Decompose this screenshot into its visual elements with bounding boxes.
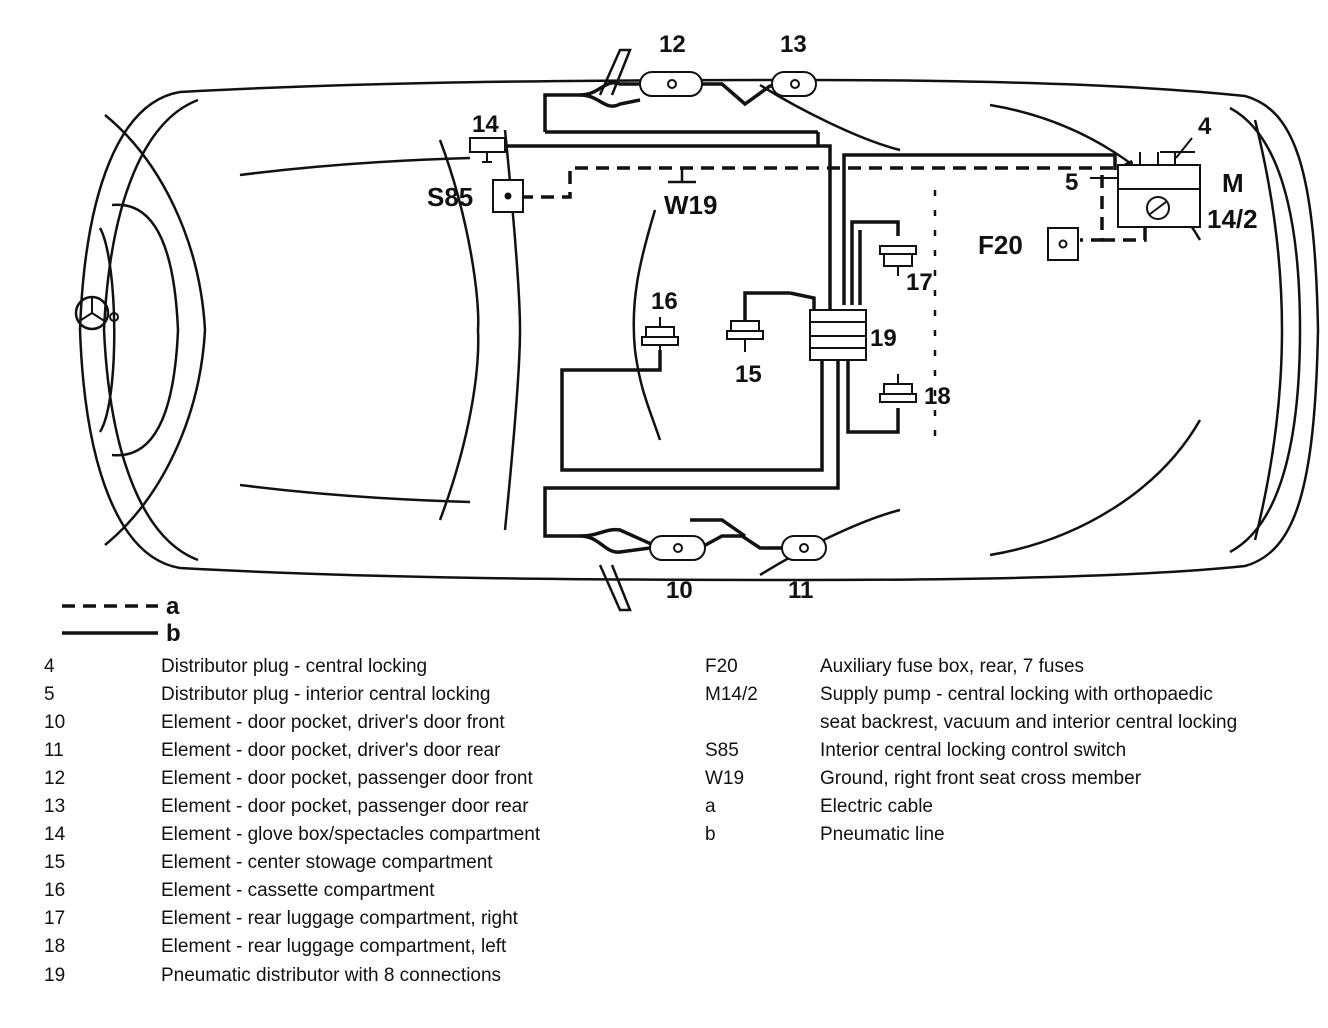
legend-text: Supply pump - central locking with ortho… [820,684,1213,705]
legend-code: 14 [44,824,66,845]
line-key: a b [62,593,181,647]
legend-text: Element - glove box/spectacles compartme… [161,824,541,845]
label-18: 18 [924,383,951,410]
legend-code: 5 [44,684,55,705]
legend-code: F20 [705,656,738,677]
legend-text: seat backrest, vacuum and interior centr… [820,712,1238,733]
component-19-distributor [809,309,867,361]
car-body-outline [74,48,1320,612]
component-12 [639,71,703,97]
label-s85: S85 [427,182,473,212]
component-s85-switch [492,179,524,213]
legend-text: Element - door pocket, passenger door fr… [161,768,533,789]
label-17: 17 [906,269,933,296]
central-locking-diagram: 12 13 14 S85 W19 16 15 19 17 18 4 5 M 14… [62,31,1320,647]
legend-code: M14/2 [705,684,758,705]
legend-text: Element - cassette compartment [161,880,435,901]
component-11 [781,535,827,561]
label-w19: W19 [664,190,717,220]
component-16 [641,317,679,358]
component-13 [771,71,817,97]
legend-text: Element - rear luggage compartment, righ… [161,908,518,929]
label-m-sub: 14/2 [1207,204,1258,234]
legend-code: a [705,796,716,817]
legend-text: Distributor plug - central locking [161,656,428,677]
line-key-b: b [166,620,181,647]
component-10 [649,535,706,561]
legend-text: Element - door pocket, driver's door fro… [161,712,505,733]
legend-text: Element - door pocket, passenger door re… [161,796,529,817]
line-key-a: a [166,593,180,620]
legend-code: 11 [44,740,64,761]
label-11: 11 [788,577,813,604]
legend-code: S85 [705,740,739,761]
legend-code: 10 [44,712,66,733]
label-10: 10 [666,577,693,604]
component-4-5-plugs [1090,137,1195,179]
legend-code: 15 [44,852,66,873]
label-12: 12 [659,31,686,58]
label-f20: F20 [978,230,1023,260]
component-15 [726,320,764,352]
legend-text: Element - rear luggage compartment, left [161,936,507,957]
component-f20-fusebox [1047,227,1079,261]
legend-code: 16 [44,880,66,901]
label-16: 16 [651,288,678,315]
label-14: 14 [472,111,499,138]
legend-text: Interior central locking control switch [820,740,1127,761]
legend-text: Element - door pocket, driver's door rea… [161,740,501,761]
legend-code: W19 [705,768,745,789]
component-14 [469,137,506,163]
component-17 [879,245,917,276]
component-m14-2-pump [1117,152,1201,228]
legend-code: 19 [44,965,66,986]
pneumatic-lines [505,81,1117,554]
label-5: 5 [1065,169,1078,196]
label-4: 4 [1198,113,1212,140]
label-15: 15 [735,361,762,388]
legend-text: Auxiliary fuse box, rear, 7 fuses [820,656,1085,677]
component-w19-ground [668,168,696,184]
legend-text: Electric cable [820,796,933,817]
legend: 4 Distributor plug - central locking 5 D… [0,650,1328,1028]
legend-text: Distributor plug - interior central lock… [161,684,491,705]
legend-text: Pneumatic distributor with 8 connections [161,965,502,986]
legend-text: Pneumatic line [820,824,945,845]
legend-code: 18 [44,936,66,957]
label-19: 19 [870,325,897,352]
legend-code: b [705,824,716,845]
label-13: 13 [780,31,807,58]
legend-code: 13 [44,796,66,817]
legend-code: 17 [44,908,66,929]
legend-text: Ground, right front seat cross member [820,768,1142,789]
legend-code: 4 [44,656,55,677]
label-m: M [1222,168,1244,198]
component-18 [879,374,917,403]
legend-text: Element - center stowage compartment [161,852,493,873]
legend-code: 12 [44,768,66,789]
